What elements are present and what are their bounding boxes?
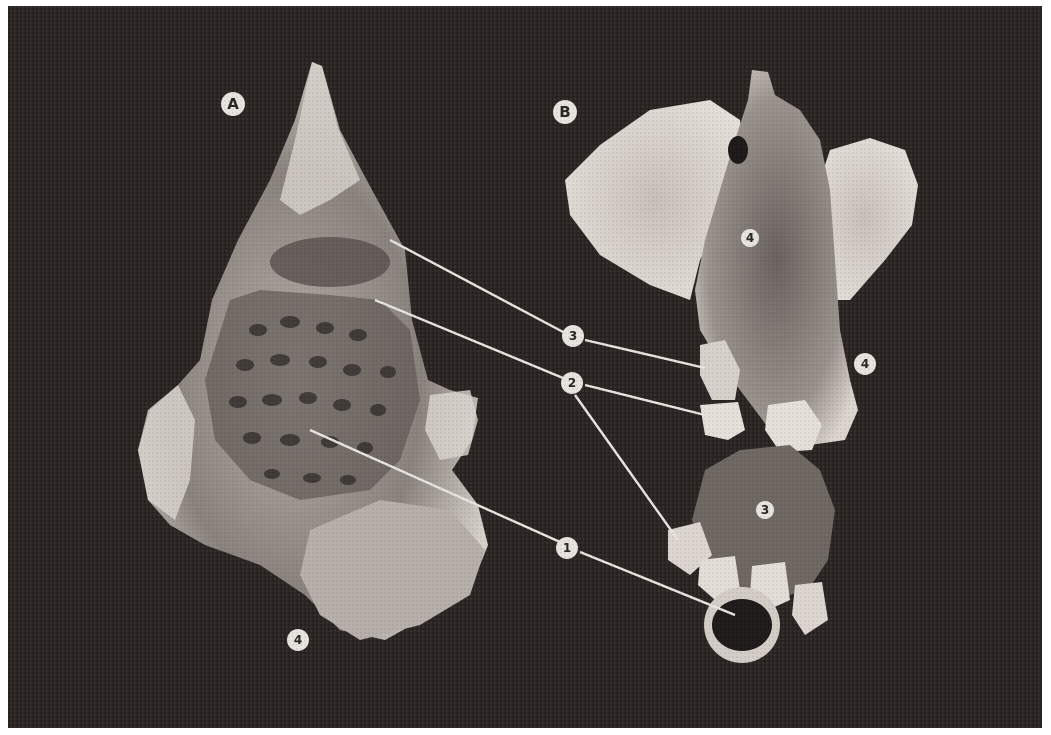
- svg-text:A: A: [227, 95, 239, 113]
- svg-text:2: 2: [568, 376, 576, 390]
- panel-label-b: B: [553, 100, 577, 124]
- panel-label-a: A: [221, 92, 245, 116]
- svg-text:B: B: [559, 103, 570, 121]
- specimen-b-label-3-lower: 3: [756, 501, 774, 519]
- svg-text:3: 3: [761, 503, 769, 517]
- svg-text:4: 4: [746, 231, 754, 245]
- svg-text:4: 4: [294, 633, 302, 647]
- callout-2: 2: [561, 372, 583, 394]
- callout-1: 1: [556, 537, 578, 559]
- svg-text:3: 3: [569, 329, 577, 343]
- svg-text:4: 4: [861, 357, 869, 371]
- callout-3: 3: [562, 325, 584, 347]
- specimen-b-label-4-upper: 4: [741, 229, 759, 247]
- specimen-a-label-4: 4: [287, 629, 309, 651]
- svg-text:1: 1: [563, 541, 571, 555]
- specimen-b-label-4-right: 4: [854, 353, 876, 375]
